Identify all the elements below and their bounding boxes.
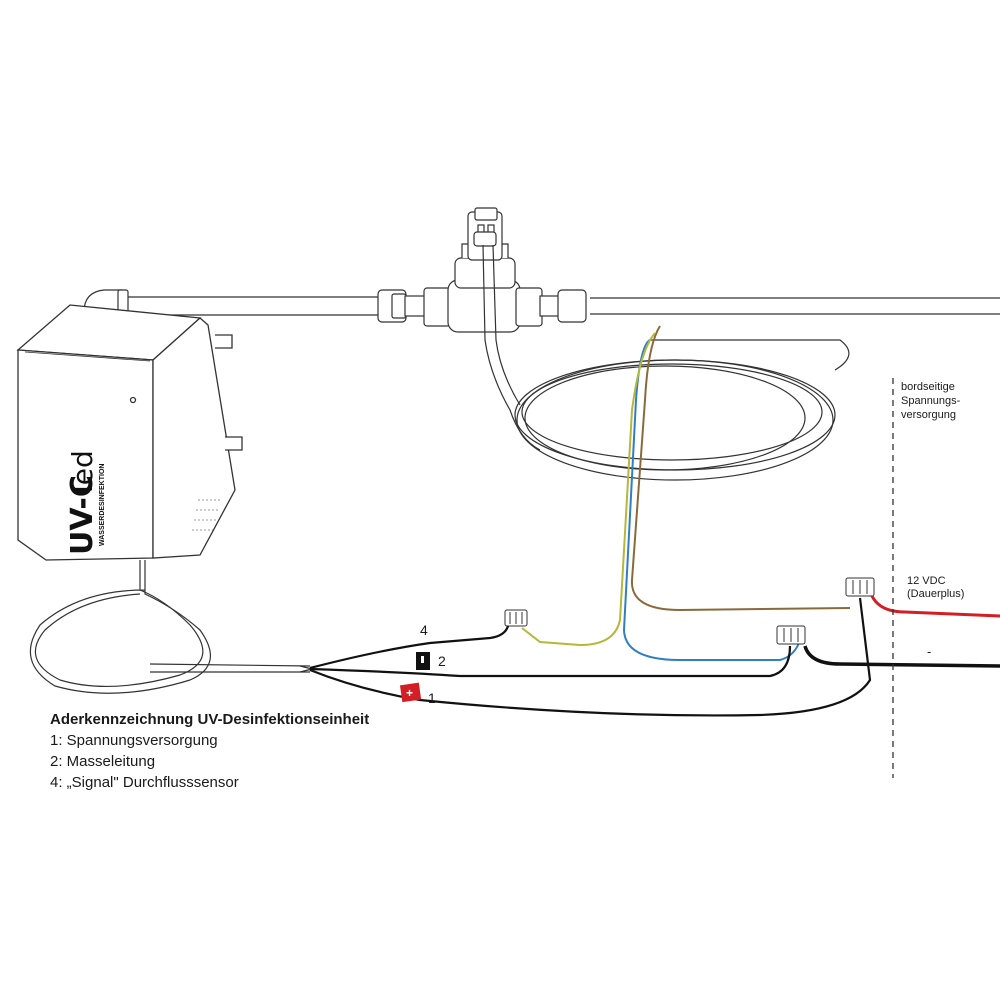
wire-label-2: 2: [438, 653, 446, 669]
wire-2-ground: [309, 645, 792, 678]
wire-legend: Aderkennzeichnung UV-Desinfektionseinhei…: [50, 709, 369, 793]
yellow-green-wire: [521, 332, 656, 647]
vdc-label: 12 VDC (Dauerplus): [907, 575, 964, 601]
vdc-label-line2: (Dauerplus): [907, 588, 965, 600]
brand-label: UV-C: [65, 475, 100, 555]
wire-label-4: 4: [420, 622, 428, 638]
wire-label-1: 1: [428, 690, 436, 706]
terminal-block-power: [845, 577, 875, 597]
wire-1-tag: [399, 682, 422, 703]
supply-plus-wire: [870, 595, 1000, 618]
brand-subtitle-label: WASSERDESINFEKTION: [99, 464, 106, 546]
wire-4-signal: [309, 625, 510, 670]
terminal-block-signal: [504, 609, 528, 627]
supply-label: bordseitige Spannungs- versorgung: [901, 380, 960, 422]
minus-label: -: [927, 644, 932, 659]
wire-1-tag-label: +: [406, 686, 413, 700]
legend-item-4: 4: „Signal" Durchflusssensor: [50, 774, 239, 791]
blue-wire: [622, 339, 801, 661]
legend-title: Aderkennzeichnung UV-Desinfektionseinhei…: [50, 711, 370, 728]
wire-2-tag-mark: [421, 656, 424, 663]
vdc-label-line1: 12 VDC: [907, 575, 946, 587]
supply-label-line2: Spannungs-: [901, 395, 961, 407]
device-cable-coil: [29, 560, 313, 694]
supply-label-line1: bordseitige: [901, 381, 955, 393]
legend-item-2: 2: Masseleitung: [50, 753, 156, 770]
terminal-block-ground: [776, 625, 806, 645]
brown-wire: [630, 325, 851, 612]
flow-sensor-fitting: [377, 207, 587, 333]
uv-c-unit-box: [16, 304, 243, 561]
wire-1-power: [309, 597, 872, 717]
sensor-cable-coil: [482, 244, 850, 481]
brand-suffix-label: led: [66, 450, 99, 493]
supply-minus-wire: [803, 645, 1000, 668]
legend-item-1: 1: Spannungsversorgung: [50, 732, 218, 749]
supply-label-line3: versorgung: [901, 409, 957, 421]
